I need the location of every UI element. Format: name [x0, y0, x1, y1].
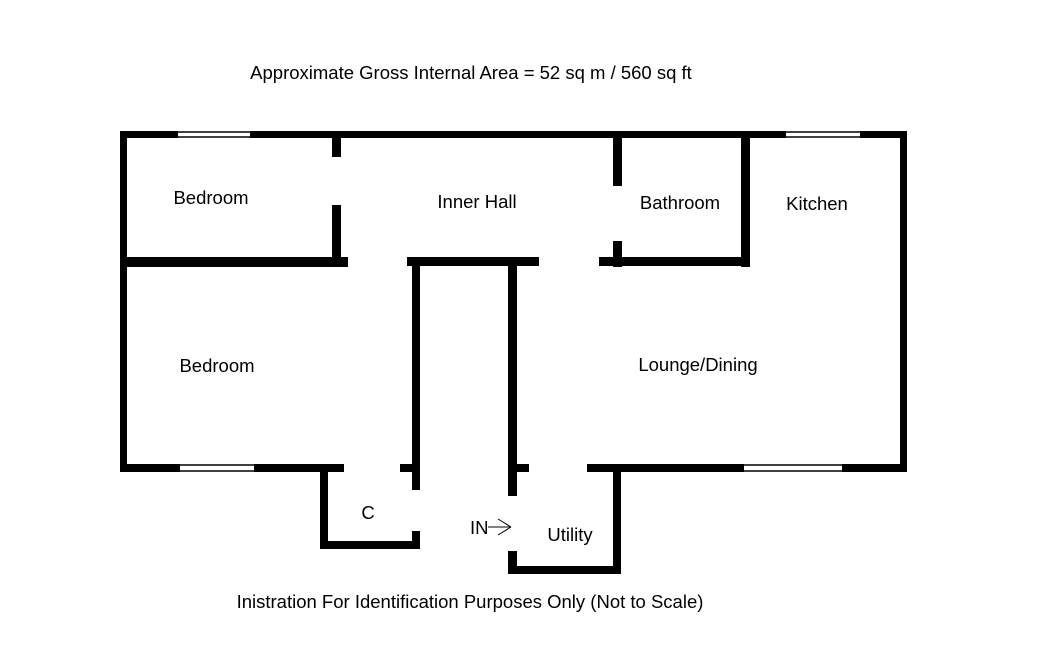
wall-bathroom-left-lower	[613, 241, 622, 267]
entrance-arrow-icon	[488, 518, 512, 536]
entrance-label: IN	[470, 517, 489, 538]
windows	[178, 131, 860, 472]
wall-bathroom-bottom	[599, 257, 749, 266]
wall-bottom-corridor-right	[508, 464, 529, 472]
room-label-bedroom-top: Bedroom	[173, 187, 248, 208]
wall-utility-bottom	[508, 566, 621, 574]
window-kitchen	[786, 131, 860, 138]
window-lounge	[744, 464, 842, 472]
wall-cupboard-door-jamb	[412, 531, 420, 549]
disclaimer-caption: Inistration For Identification Purposes …	[237, 591, 704, 612]
room-label-utility: Utility	[547, 524, 593, 545]
wall-cupboard-bottom	[320, 541, 420, 549]
wall-cupboard-left	[320, 464, 328, 549]
wall-bathroom-right	[741, 131, 750, 267]
room-label-lounge-dining: Lounge/Dining	[638, 354, 757, 375]
wall-top	[120, 131, 907, 138]
wall-utility-right	[613, 464, 621, 574]
wall-bedroom-top-right-lower	[332, 205, 341, 267]
window-bedroom-main	[180, 464, 254, 472]
room-label-bedroom-main: Bedroom	[179, 355, 254, 376]
room-label-bathroom: Bathroom	[640, 192, 720, 213]
gross-area-title: Approximate Gross Internal Area = 52 sq …	[250, 62, 692, 83]
wall-utility-left	[508, 551, 517, 574]
wall-bedroom-top-right-upper	[332, 131, 341, 157]
wall-right	[900, 131, 907, 472]
wall-corridor-right	[508, 257, 517, 496]
wall-bedroom-divider	[120, 257, 348, 267]
wall-corridor-top	[407, 257, 539, 266]
wall-left	[120, 131, 127, 472]
window-bedroom-top	[178, 131, 250, 138]
room-label-cupboard: C	[361, 502, 374, 523]
wall-bottom-corridor-left	[400, 464, 420, 472]
room-label-kitchen: Kitchen	[786, 193, 848, 214]
wall-bathroom-left-upper	[613, 131, 622, 186]
room-label-inner-hall: Inner Hall	[437, 191, 516, 212]
wall-corridor-left	[412, 257, 420, 490]
